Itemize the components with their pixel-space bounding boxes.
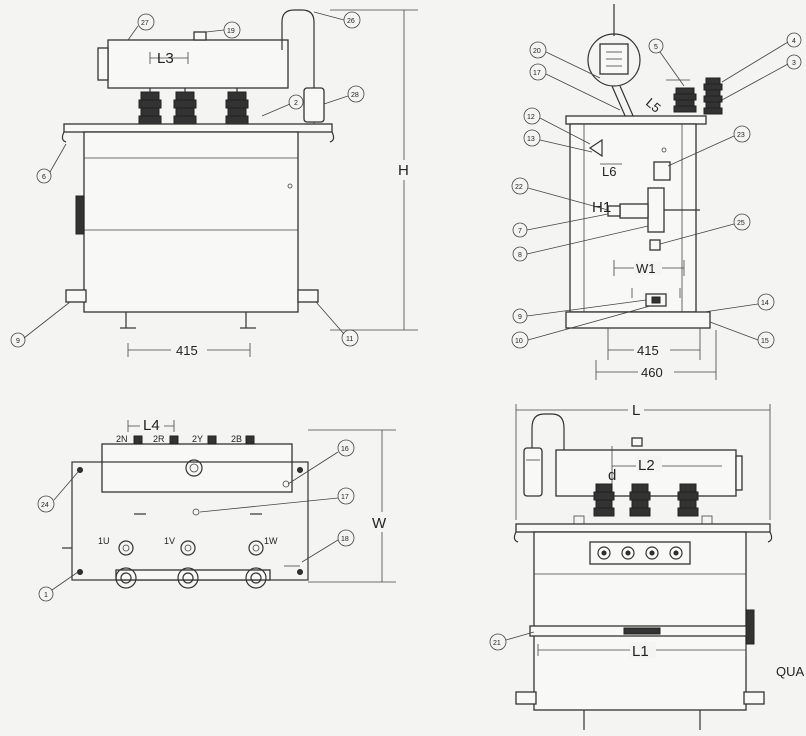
dim-W: W [372,515,387,532]
callout-18: 18 [341,536,349,543]
callout-6: 6 [42,174,46,181]
callout-1: 1 [44,592,48,599]
terminal-2B: 2B [231,434,242,444]
dim-front-base: 415 [176,343,198,358]
dim-H: H [398,162,409,179]
terminal-1V: 1V [164,536,175,546]
front-view: L3 [10,9,418,358]
callout-22: 22 [515,184,523,191]
front-conservator [107,39,289,89]
callout-10: 10 [515,338,523,345]
callout-3: 3 [792,60,796,67]
callout-12: 12 [527,114,535,121]
side-view: L5 L6 H1 W1 415 [511,4,802,380]
callout-9-side: 9 [518,314,522,321]
dim-L: L [632,402,640,419]
terminal-2N: 2N [116,434,128,444]
front-tank [83,131,299,313]
callout-27: 27 [141,20,149,27]
callout-26: 26 [347,18,355,25]
dim-side-base: 415 [637,343,659,358]
callout-11: 11 [346,336,353,343]
rear-view: L L2 d [489,401,805,730]
terminal-1W: 1W [264,536,278,546]
callout-17-top: 17 [341,494,349,501]
top-view: L4 2N 2R 2Y 2B 1U 1V 1W [37,416,396,602]
callout-20: 20 [533,48,541,55]
side-tap-changer [647,187,665,233]
callout-24: 24 [41,502,49,509]
callout-5: 5 [654,44,658,51]
front-breather-cap [193,31,207,41]
terminal-1U: 1U [98,536,110,546]
dim-side-outer: 460 [641,365,663,380]
callout-15: 15 [761,338,769,345]
callout-2: 2 [294,100,298,107]
callout-8: 8 [518,252,522,259]
callout-28: 28 [351,92,359,99]
rear-breather [523,447,543,497]
front-pipe [281,9,315,88]
dim-H1: H1 [592,199,611,216]
dim-L2: L2 [638,457,655,474]
dim-L6: L6 [602,164,616,179]
top-conservator [101,443,293,493]
dim-d: d [608,467,616,484]
side-valve [588,138,603,158]
edge-text: QUA [776,664,805,679]
callout-14: 14 [761,300,769,307]
rear-pipe [531,413,565,450]
terminal-2R: 2R [153,434,165,444]
dim-L3: L3 [157,50,174,67]
terminal-2Y: 2Y [192,434,203,444]
dim-L5: L5 [643,95,664,116]
callout-17: 17 [533,70,541,77]
dim-W1: W1 [636,261,656,276]
callout-7: 7 [518,228,522,235]
callout-16: 16 [341,446,349,453]
front-breather [303,87,325,123]
front-bushings [138,88,249,125]
callout-25: 25 [737,220,745,227]
callout-13: 13 [527,136,535,143]
front-conservator-cap [97,47,109,81]
callout-21: 21 [493,640,501,647]
callout-23: 23 [737,132,745,139]
rear-cover [515,523,771,533]
dim-L1: L1 [632,643,649,660]
dim-L4: L4 [143,417,160,434]
callout-9: 9 [16,338,20,345]
front-cover [63,123,333,133]
side-base [565,311,711,329]
rear-bushings [593,483,699,517]
callout-19: 19 [227,28,235,35]
side-conservator-end [587,33,641,87]
callout-4: 4 [792,38,796,45]
